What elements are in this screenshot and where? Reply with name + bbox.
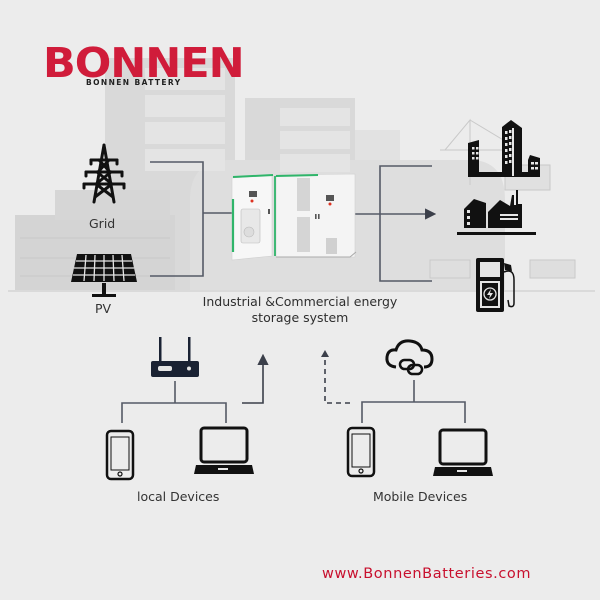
office-building-icon bbox=[468, 120, 540, 177]
ess-caption: Industrial &Commercial energy storage sy… bbox=[190, 294, 410, 326]
factory-icon bbox=[457, 190, 536, 235]
laptop-icon bbox=[194, 426, 254, 474]
ess-caption-line1: Industrial &Commercial energy bbox=[202, 294, 398, 309]
router-icon bbox=[151, 337, 199, 377]
local-device-tree-lines bbox=[121, 381, 227, 423]
transmission-tower-icon bbox=[82, 143, 126, 204]
energy-storage-cabinet-icon bbox=[231, 173, 357, 261]
cloud-link-icon bbox=[385, 339, 434, 376]
pv-label: PV bbox=[95, 301, 112, 316]
mobile-uplink-arrow bbox=[324, 356, 350, 404]
laptop-icon bbox=[433, 428, 493, 476]
local-uplink-arrow bbox=[242, 353, 269, 404]
brand-logo-subtitle: BONNEN BATTERY bbox=[86, 78, 182, 87]
local-devices-label: local Devices bbox=[137, 489, 220, 504]
solar-panel-icon bbox=[71, 254, 137, 297]
smartphone-icon bbox=[105, 429, 135, 481]
grid-label: Grid bbox=[89, 216, 116, 231]
website-link[interactable]: www.BonnenBatteries.com bbox=[322, 566, 532, 582]
smartphone-icon bbox=[346, 426, 376, 478]
brand-logo: BONNEN bbox=[43, 39, 245, 87]
mobile-devices-label: Mobile Devices bbox=[373, 489, 468, 504]
mobile-device-tree-lines bbox=[361, 380, 466, 423]
ev-charging-station-icon bbox=[476, 258, 515, 312]
input-connector-lines bbox=[150, 161, 232, 277]
ess-caption-line2: storage system bbox=[251, 310, 349, 325]
output-connector-lines bbox=[352, 165, 437, 282]
